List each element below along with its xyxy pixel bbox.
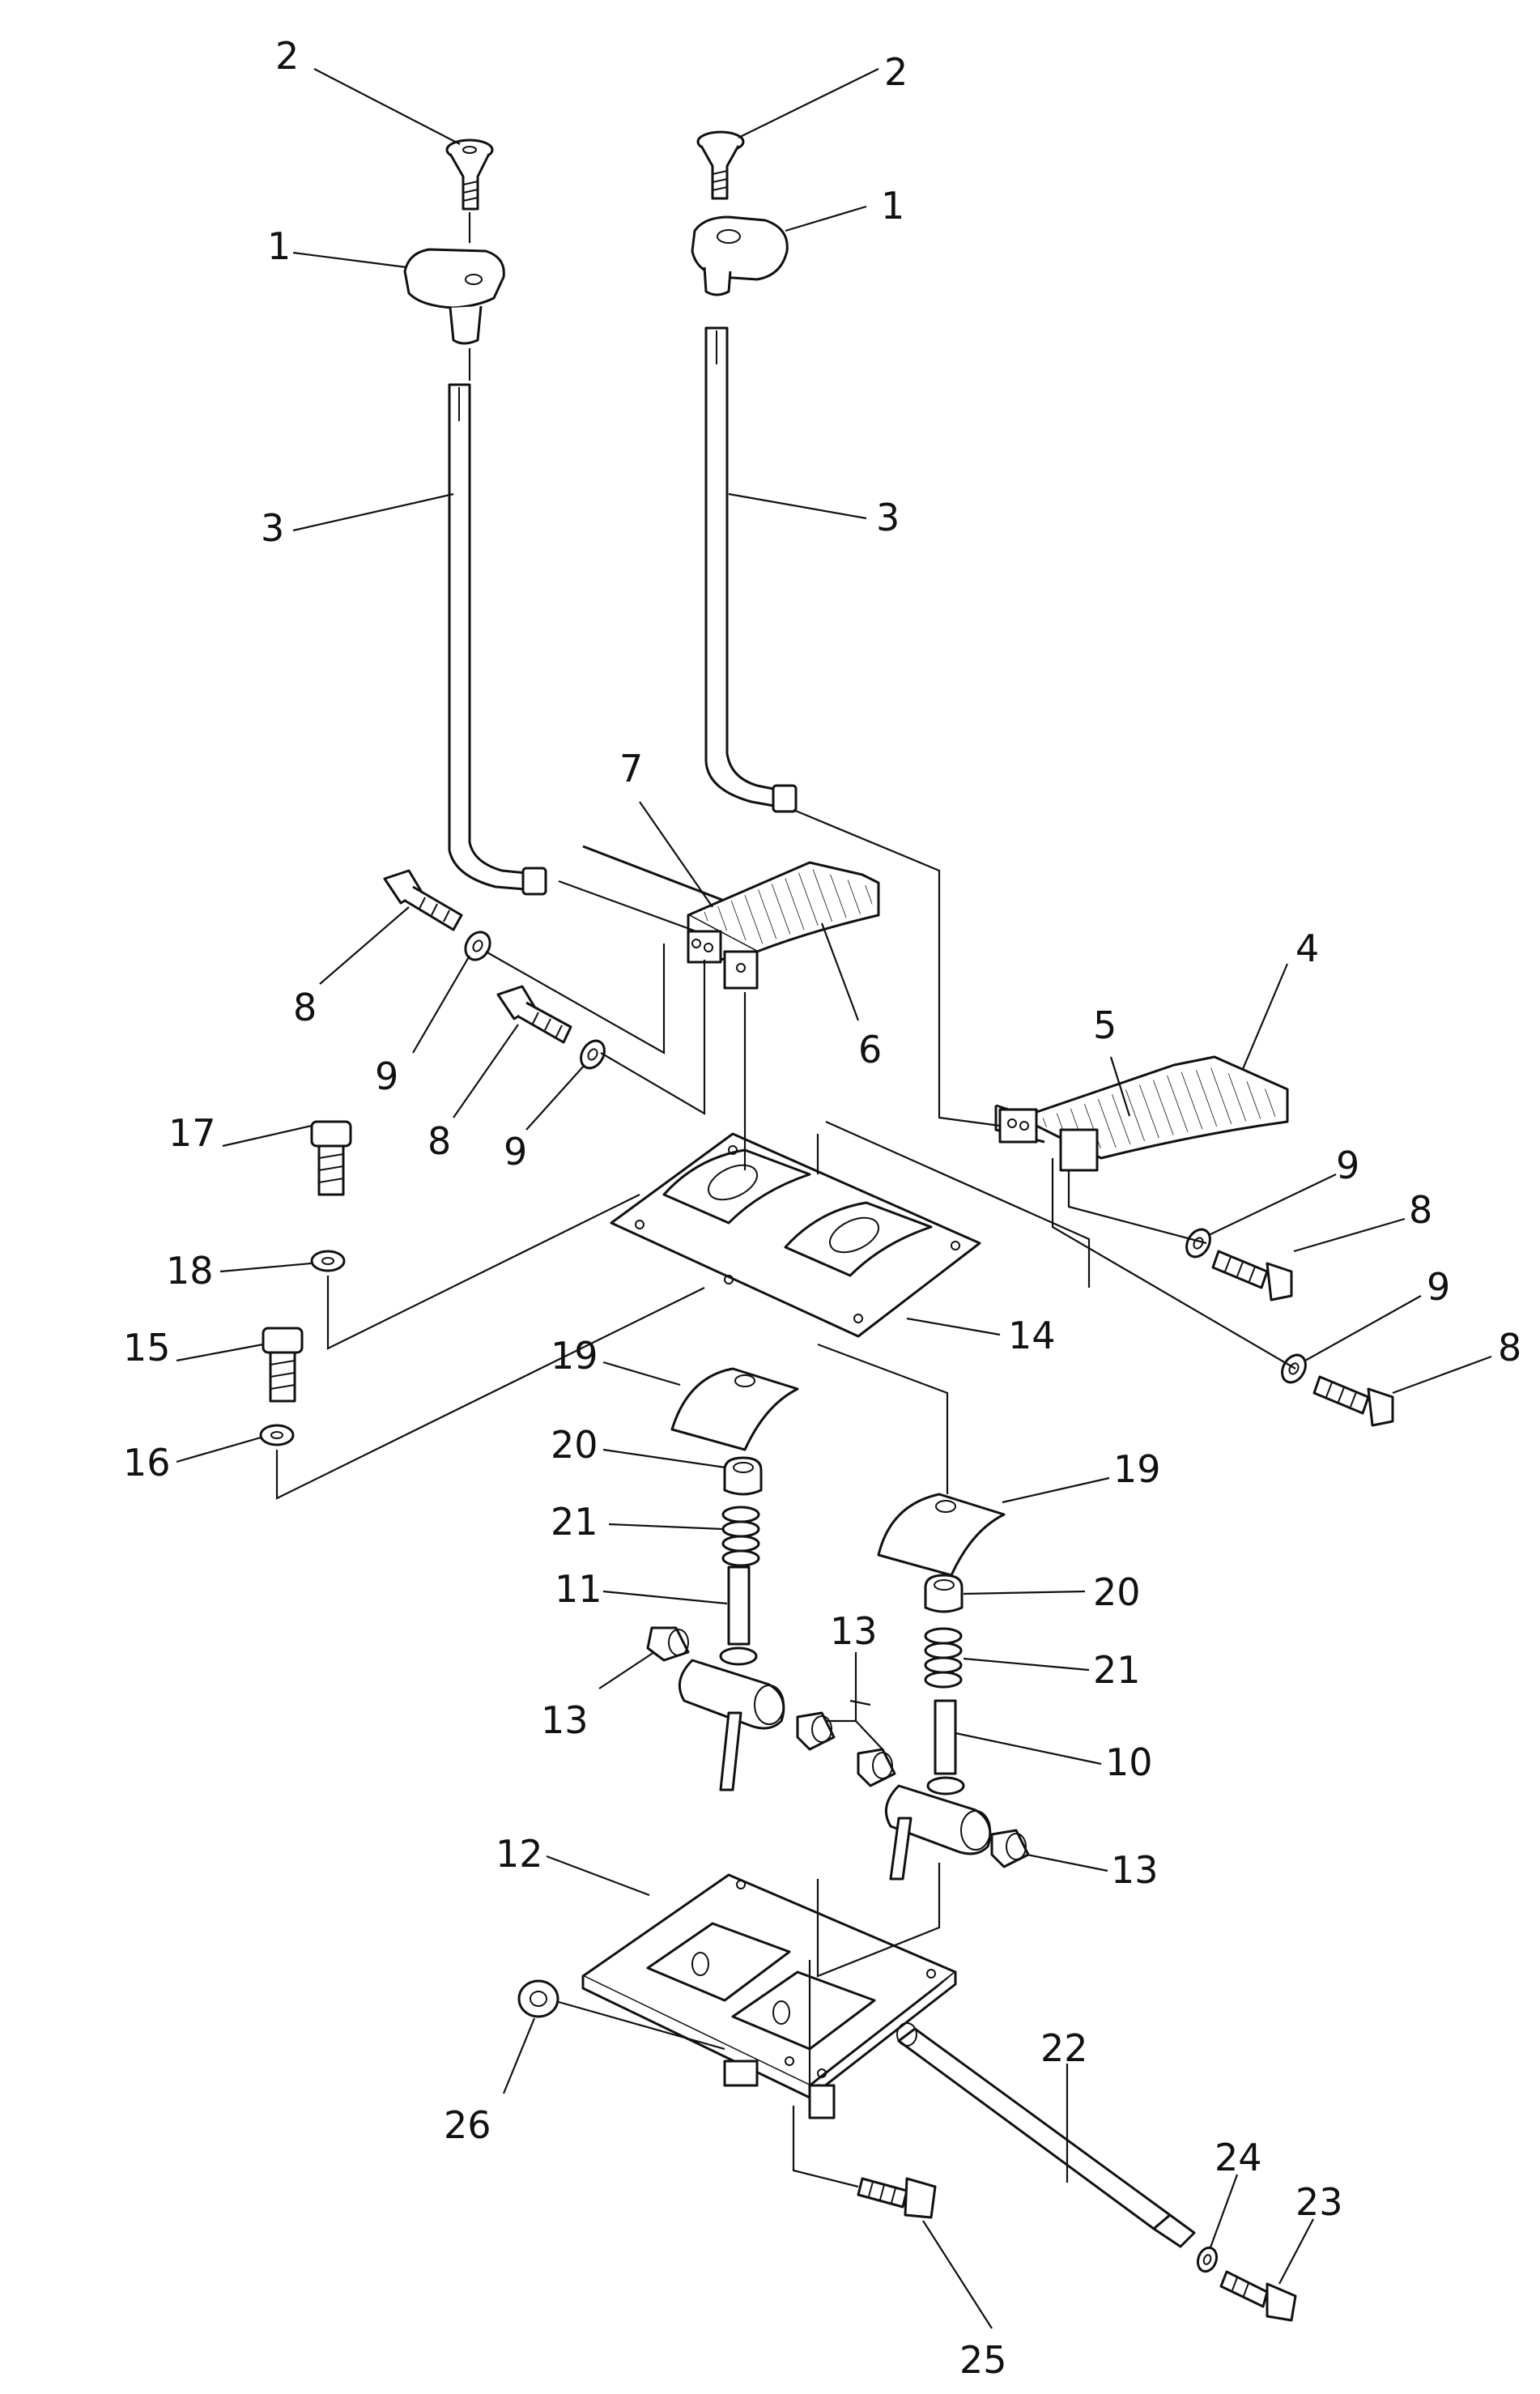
callout-11: 11 [555,1567,602,1611]
knob-right-part [691,215,789,296]
pedal-left-part [582,845,880,990]
base-plate-part [581,1873,957,2119]
callout-8-c: 8 [1409,1188,1432,1232]
bolt-17-part [310,1120,352,1196]
callout-6: 6 [858,1028,882,1071]
callout-18: 18 [166,1249,214,1293]
callout-10: 10 [1105,1740,1153,1784]
callout-24: 24 [1215,2136,1262,2179]
assembly-lines [275,808,1296,2188]
callout-17: 17 [168,1111,216,1155]
callout-13-a: 13 [541,1698,589,1742]
callout-16: 16 [123,1441,171,1485]
screw-right-part [696,130,745,200]
callout-3-right: 3 [876,496,900,539]
callout-19-right: 19 [1113,1447,1161,1491]
callout-9-b: 9 [504,1130,527,1174]
screw-left-part [445,138,494,211]
washer-18-part [310,1250,346,1272]
pedal-right-part [994,1055,1289,1172]
washer-9c-part [1185,1228,1211,1259]
callout-9-c: 9 [1336,1144,1359,1187]
callout-8-b: 8 [428,1119,451,1163]
bolt-25-part [857,2177,937,2219]
bolt-8a-part [383,869,463,931]
callout-25: 25 [959,2338,1007,2382]
bolt-8d-part [1312,1375,1394,1427]
lever-rod-right-part [704,326,798,813]
spring-right-part [924,1627,963,1689]
callout-21-left: 21 [551,1500,598,1544]
callout-9-a: 9 [375,1054,398,1098]
callout-9-d: 9 [1427,1265,1450,1309]
bushing-13d-part [990,1829,1030,1868]
callout-4: 4 [1295,927,1319,970]
callout-5: 5 [1093,1003,1117,1047]
boot-left-part [670,1367,799,1451]
seal-left-part [723,1456,763,1496]
cover-plate-part [610,1132,981,1338]
shaft-left-part [678,1565,785,1791]
bolt-23-part [1219,2270,1297,2322]
callout-8-a: 8 [293,986,317,1029]
callout-23: 23 [1295,2180,1343,2224]
nut-26-part [517,1979,559,2018]
callout-3-left: 3 [261,506,284,550]
washer-9a-part [464,931,491,961]
callout-26: 26 [444,2103,491,2147]
rod-22-part [896,2022,1196,2248]
callout-13-b: 13 [830,1609,878,1653]
washer-16-part [259,1424,295,1446]
callout-1-left: 1 [267,224,291,268]
shaft-right-part [884,1699,992,1881]
spring-left-part [721,1506,760,1567]
callout-8-d: 8 [1498,1326,1521,1370]
bushing-13c-part [857,1748,896,1787]
callout-2-left: 2 [275,34,299,78]
callout-labels: 2 2 1 1 3 3 7 4 5 6 8 9 8 9 9 8 9 8 17 1… [123,34,1521,2382]
callout-1-right: 1 [881,184,904,228]
callout-12: 12 [496,1832,543,1876]
callout-2-right: 2 [884,50,908,94]
seal-right-part [924,1574,964,1613]
callout-15: 15 [123,1326,171,1370]
callout-21-right: 21 [1093,1648,1141,1692]
bushing-13b-part [796,1711,836,1751]
washer-9b-part [580,1039,606,1070]
bolt-8b-part [496,985,572,1044]
bolt-15-part [262,1327,304,1403]
callout-20-left: 20 [551,1423,598,1467]
callout-13-c: 13 [1111,1848,1159,1892]
bushing-13a-part [646,1626,690,1662]
callout-19-left: 19 [551,1334,598,1378]
callout-7: 7 [619,747,643,790]
callout-22: 22 [1040,2026,1088,2070]
washer-24-part [1196,2246,1219,2273]
knob-left-part [403,212,505,381]
bolt-8c-part [1211,1250,1293,1301]
callout-14: 14 [1008,1314,1056,1357]
lever-rod-left-part [448,383,547,896]
leader-lines [176,68,1492,2329]
boot-right-part [877,1493,1006,1577]
callout-20-right: 20 [1093,1570,1141,1614]
